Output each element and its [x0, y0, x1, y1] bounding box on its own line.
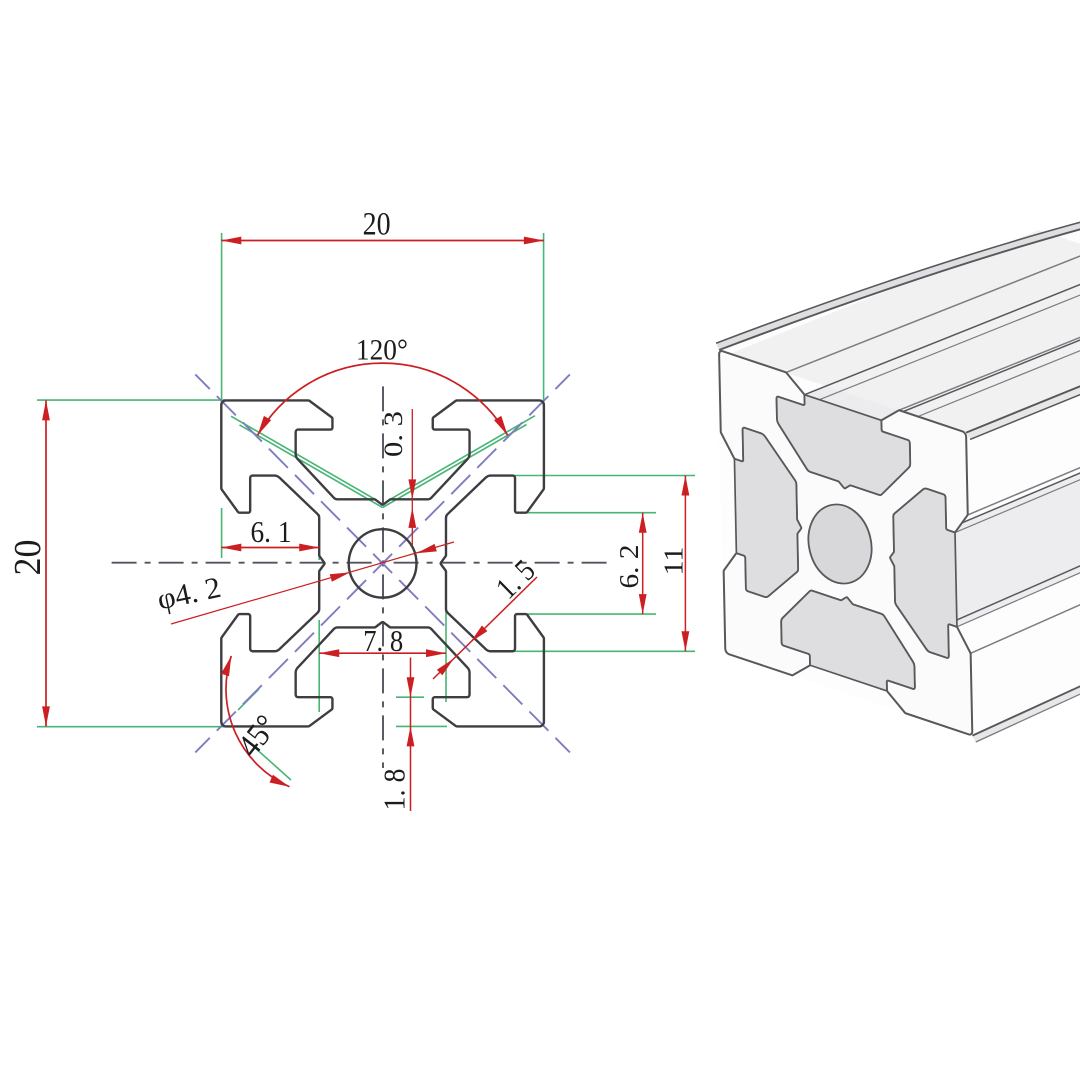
svg-text:120°: 120°: [356, 334, 408, 367]
svg-text:6. 1: 6. 1: [251, 514, 292, 549]
svg-text:0. 3: 0. 3: [379, 411, 408, 457]
svg-text:20: 20: [363, 206, 391, 242]
svg-text:11: 11: [658, 547, 688, 576]
svg-text:7. 8: 7. 8: [363, 623, 403, 658]
svg-text:1. 8: 1. 8: [377, 769, 412, 811]
svg-text:6. 2: 6. 2: [614, 545, 644, 589]
svg-text:20: 20: [7, 540, 49, 576]
